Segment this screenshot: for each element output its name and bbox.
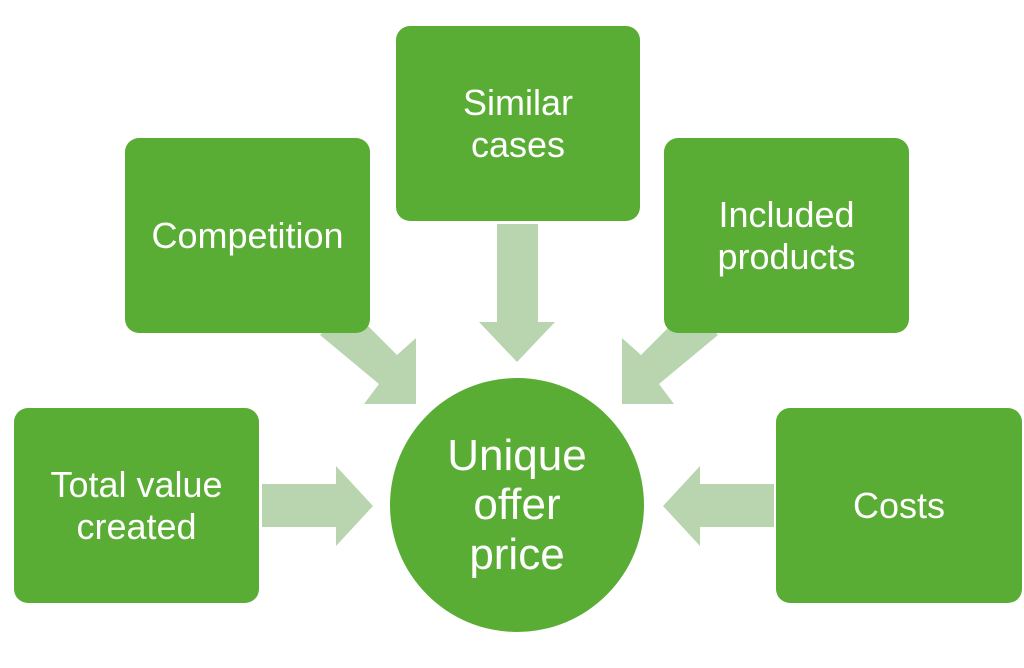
factor-label-competition: Competition <box>151 214 344 256</box>
factor-box-included-products: Included products <box>664 138 909 333</box>
factor-label-included-products: Included products <box>717 194 856 277</box>
factor-label-total-value-created: Total value created <box>50 464 223 547</box>
arrow-costs-to-center <box>663 466 774 546</box>
factor-box-competition: Competition <box>125 138 370 333</box>
factor-label-similar-cases: Similar cases <box>462 82 573 165</box>
factor-box-costs: Costs <box>776 408 1022 603</box>
center-label: Unique offer price <box>447 431 587 579</box>
arrow-similar-cases-to-center <box>479 224 555 362</box>
factor-box-similar-cases: Similar cases <box>396 26 640 221</box>
arrow-total-value-to-center <box>262 466 373 546</box>
factor-label-costs: Costs <box>852 484 946 526</box>
factor-box-total-value-created: Total value created <box>14 408 259 603</box>
center-circle-unique-offer-price: Unique offer price <box>390 378 644 632</box>
